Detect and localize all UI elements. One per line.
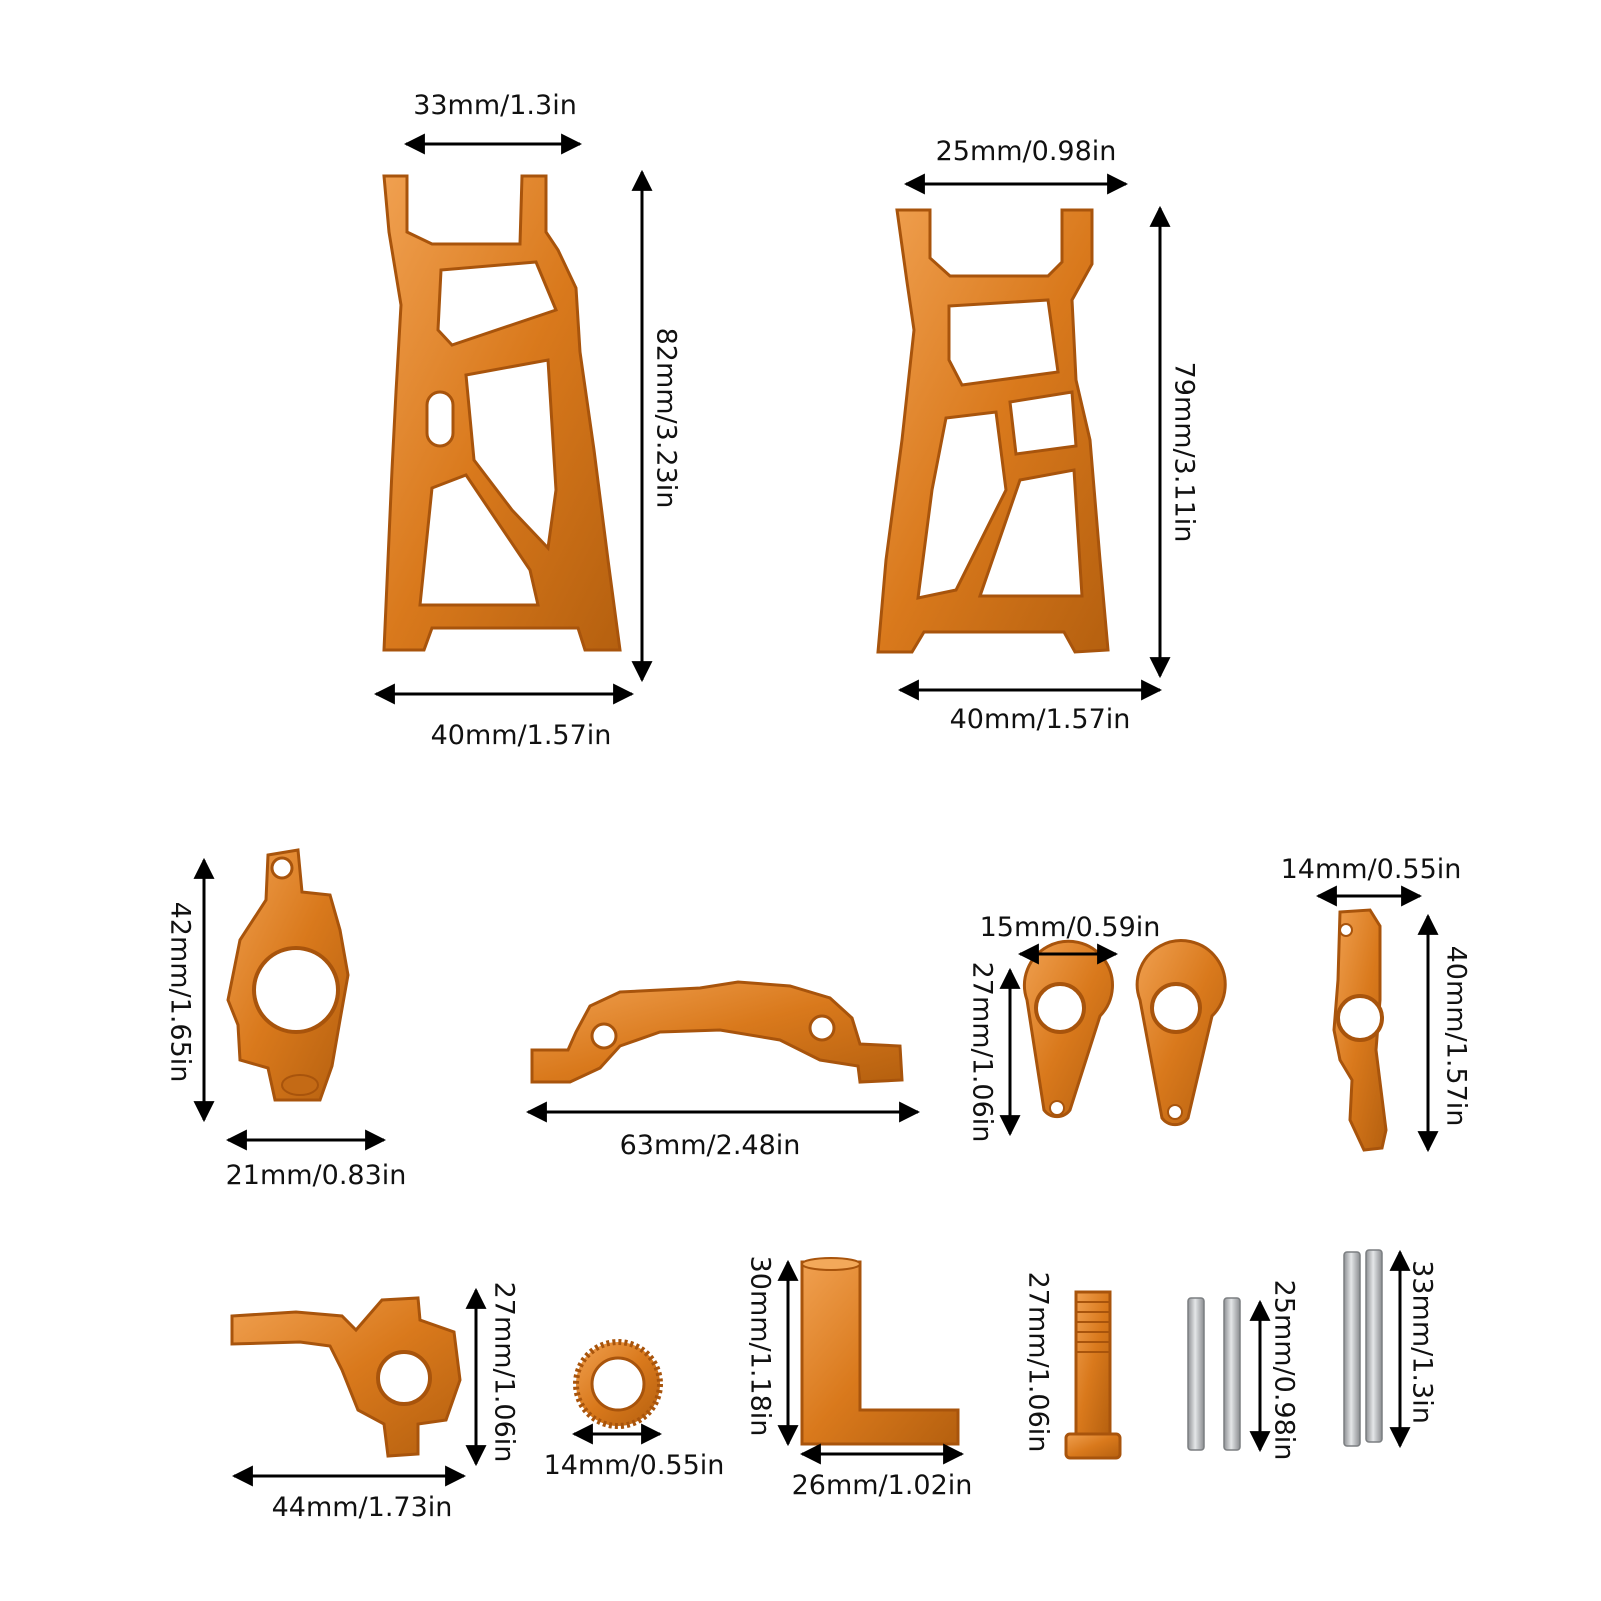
nut-width-label: 14mm/0.55in (543, 1450, 725, 1481)
horn-width-label: 15mm/0.59in (979, 912, 1161, 943)
knuckle-height-label: 42mm/1.65in (164, 901, 196, 1083)
bridge-width-label: 63mm/2.48in (619, 1130, 801, 1161)
arm-left-top-width-label: 33mm/1.3in (413, 90, 577, 121)
post-height-label: 30mm/1.18in (744, 1255, 776, 1437)
arm-right-bottom-width-label: 40mm/1.57in (949, 704, 1131, 735)
knuckle-width-label: 21mm/0.83in (225, 1160, 407, 1191)
steering-block-height-label: 27mm/1.06in (488, 1281, 520, 1463)
arm-right-height-label: 79mm/3.11in (1168, 361, 1200, 543)
steering-bridge (530, 980, 904, 1084)
horn-height-label: 27mm/1.06in (966, 961, 998, 1143)
steering-knuckle (226, 848, 350, 1102)
long-pins-height-label: 33mm/1.3in (1406, 1260, 1438, 1424)
long-pins (1343, 1249, 1383, 1447)
hub-width-label: 14mm/0.55in (1280, 854, 1462, 885)
suspension-arm-right (876, 208, 1110, 654)
steering-block (230, 1296, 462, 1458)
servo-horn-left (1023, 939, 1114, 1119)
steering-block-width-label: 44mm/1.73in (271, 1492, 453, 1523)
servo-horn-right (1135, 939, 1227, 1127)
post-width-label: 26mm/1.02in (791, 1470, 973, 1501)
threaded-axle (1064, 1290, 1122, 1460)
short-pins-height-label: 25mm/0.98in (1268, 1279, 1300, 1461)
arm-left-bottom-width-label: 40mm/1.57in (430, 720, 612, 751)
short-pins (1187, 1297, 1241, 1451)
rear-hub-carrier (1332, 908, 1388, 1152)
axle-height-label: 27mm/1.06in (1022, 1271, 1054, 1453)
servo-post (800, 1257, 960, 1446)
dimension-arrows (193, 133, 1439, 1487)
hub-height-label: 40mm/1.57in (1440, 945, 1472, 1127)
knurled-nut (573, 1339, 663, 1429)
arm-right-top-width-label: 25mm/0.98in (935, 136, 1117, 167)
arm-left-height-label: 82mm/3.23in (650, 327, 682, 509)
suspension-arm-left (382, 174, 622, 652)
